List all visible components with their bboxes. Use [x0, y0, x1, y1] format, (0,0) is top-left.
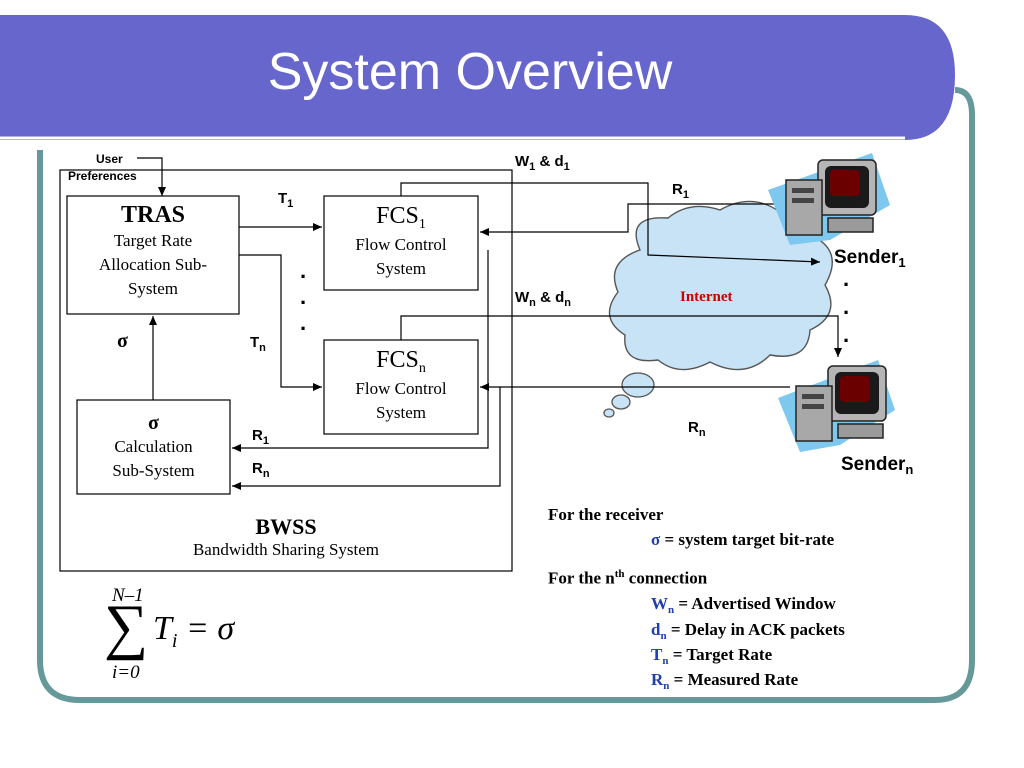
wn-dn-label: Wn & dn: [515, 289, 571, 309]
legend-connection-heading: For the nth connection: [548, 568, 708, 588]
sender1-label: Sender1: [834, 247, 906, 270]
legend-sigma-item: σ = system target bit-rate: [651, 530, 835, 549]
tras-title: TRAS: [120, 202, 186, 228]
internet-cloud: [603, 200, 833, 418]
r1-return-line: [480, 203, 778, 236]
legend-item-tn: Tn = Target Rate: [651, 645, 773, 667]
fcs-ellipsis: ...: [300, 258, 307, 335]
tras-line2: Allocation Sub-: [98, 255, 208, 274]
formula-upper-limit: N–1: [112, 585, 144, 606]
rn-label-right: Rn: [688, 419, 706, 439]
bwss-content: BWSS Bandwidth Sharing System: [60, 514, 512, 560]
t1-label: T1: [278, 190, 294, 210]
rn-arrow: [232, 387, 501, 490]
sigma-box-line1: Calculation: [114, 437, 193, 456]
fcs1-line2: System: [375, 259, 427, 278]
sigma-label: σ: [117, 330, 128, 352]
sender1-computer-icon: [768, 153, 890, 245]
legend-item-dn: dn = Delay in ACK packets: [651, 620, 845, 642]
sigma-box-content: σ Calculation Sub-System: [77, 412, 230, 483]
r1-label-left: R1: [252, 427, 269, 447]
formula-sum-symbol: ∑: [104, 593, 149, 661]
legend-item-rn: Rn = Measured Rate: [651, 670, 799, 692]
sender-ellipsis: ...: [843, 266, 850, 347]
fcs1-title: FCS1: [376, 203, 426, 232]
internet-label: Internet: [680, 289, 733, 305]
r1-label-right: R1: [672, 181, 689, 201]
tras-box: [66, 195, 240, 315]
user-preferences-label-2: Preferences: [68, 169, 137, 183]
formula-expression: Ti = σ: [153, 610, 235, 652]
tras-content: TRAS Target Rate Allocation Sub- System: [67, 202, 239, 301]
sendern-label: Sendern: [841, 454, 914, 477]
fcsn-line2: System: [375, 403, 427, 422]
legend-receiver-heading: For the receiver: [548, 505, 664, 524]
bwss-box: [59, 169, 513, 572]
user-preferences-label-1: User: [96, 152, 123, 166]
fcsn-content: FCSn Flow Control System: [324, 347, 478, 425]
bwss-title: BWSS: [255, 514, 317, 539]
user-pref-arrow: [137, 157, 166, 196]
tn-arrow: [239, 254, 322, 391]
tn-label: Tn: [250, 334, 266, 354]
wn-dn-line: [400, 315, 842, 357]
fcs1-box: [323, 195, 479, 291]
fcsn-line1: Flow Control: [355, 379, 447, 398]
tras-line3: System: [127, 279, 179, 298]
formula-lower-limit: i=0: [112, 662, 140, 683]
slide-frame: [37, 87, 975, 703]
fcs1-line1: Flow Control: [355, 235, 447, 254]
slide-title: System Overview: [267, 43, 673, 101]
sendern-computer-icon: [778, 360, 895, 452]
bwss-subtitle: Bandwidth Sharing System: [192, 540, 380, 559]
legend-item-wn: Wn = Advertised Window: [651, 594, 836, 616]
fcsn-title: FCSn: [376, 347, 426, 376]
tras-line1: Target Rate: [113, 231, 193, 250]
w1-d1-label: W1 & d1: [515, 153, 570, 173]
w1-d1-line: [400, 182, 821, 266]
rn-label-left: Rn: [252, 460, 270, 480]
sigma-box-title: σ: [148, 412, 159, 434]
fcs1-content: FCS1 Flow Control System: [324, 203, 478, 281]
sigma-box-line2: Sub-System: [112, 461, 195, 480]
title-banner: [0, 15, 955, 140]
